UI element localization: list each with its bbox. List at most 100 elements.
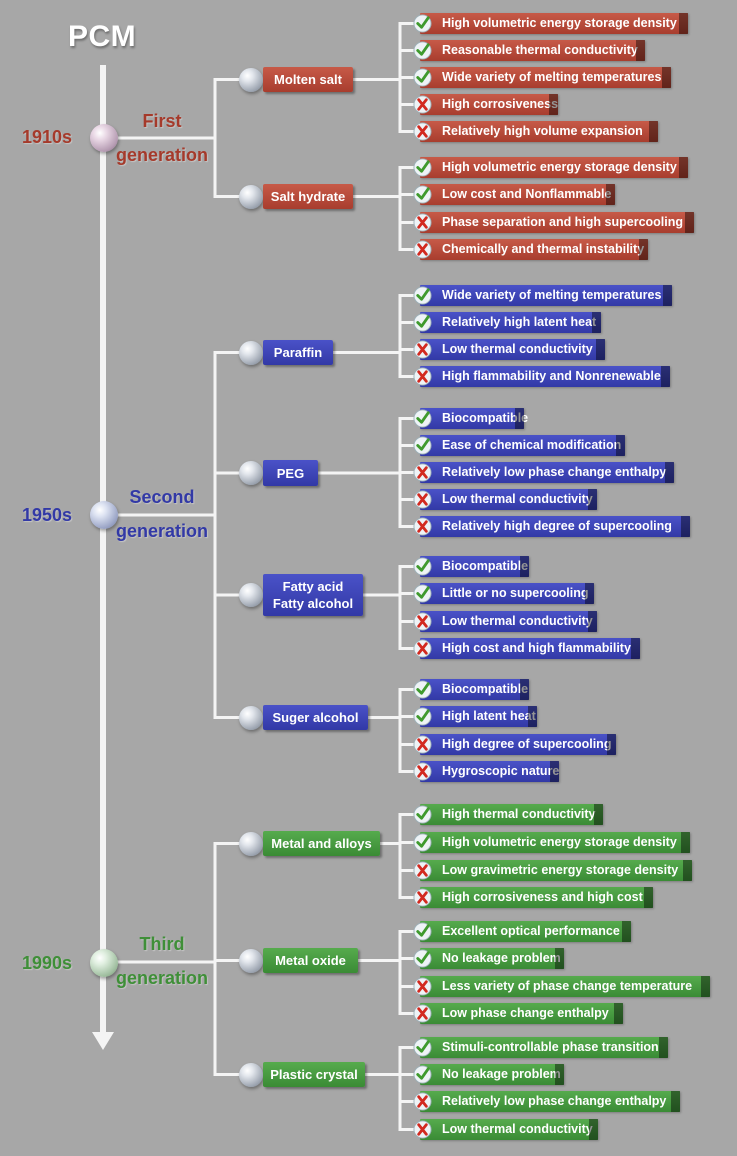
category-molten-salt: Molten salt xyxy=(263,67,353,92)
cross-icon xyxy=(413,612,432,631)
feature-text: Biocompatible xyxy=(442,411,529,425)
feature-disadvantage: Low thermal conductivity xyxy=(413,339,605,360)
feature-disadvantage: Phase separation and high supercooling xyxy=(413,212,694,233)
feature-text: High flammability and Nonrenewable xyxy=(442,369,661,383)
category-label: Plastic crystal xyxy=(270,1067,358,1082)
feature-advantage: No leakage problem xyxy=(413,948,564,969)
cross-icon xyxy=(413,735,432,754)
era-year-1990s: 1990s xyxy=(22,953,73,973)
feature-text: Low thermal conductivity xyxy=(442,1122,593,1136)
feature-text: High volumetric energy storage density xyxy=(442,835,677,849)
feature-text: High latent heat xyxy=(442,709,536,723)
feature-advantage: Relatively high latent heat xyxy=(413,312,601,333)
feature-text: Low thermal conductivity xyxy=(442,614,593,628)
feature-advantage: Little or no supercooling xyxy=(413,583,594,604)
cross-icon xyxy=(413,1120,432,1139)
feature-disadvantage: Relatively low phase change enthalpy xyxy=(413,462,674,483)
feature-text: Relatively low phase change enthalpy xyxy=(442,1094,667,1108)
feature-text: Less variety of phase change temperature xyxy=(442,979,693,993)
feature-text: Phase separation and high supercooling xyxy=(442,215,684,229)
feature-disadvantage: High cost and high flammability xyxy=(413,638,640,659)
check-icon xyxy=(413,14,432,33)
feature-disadvantage: Low thermal conductivity xyxy=(413,611,597,632)
feature-disadvantage: Low phase change enthalpy xyxy=(413,1003,623,1024)
feature-advantage: No leakage problem xyxy=(413,1064,564,1085)
feature-text: High corrosiveness xyxy=(442,97,559,111)
category-label: Suger alcohol xyxy=(272,710,359,725)
feature-text: High volumetric energy storage density xyxy=(442,160,677,174)
feature-advantage: Biocompatible xyxy=(413,408,528,429)
feature-text: Ease of chemical modification xyxy=(442,438,622,452)
check-icon xyxy=(413,436,432,455)
feature-text: High cost and high flammability xyxy=(442,641,631,655)
feature-text: Relatively high degree of supercooling xyxy=(442,519,672,533)
feature-text: Relatively high volume expansion xyxy=(442,124,643,138)
check-icon xyxy=(413,41,432,60)
check-icon xyxy=(413,1038,432,1057)
feature-advantage: Biocompatible xyxy=(413,679,529,700)
cross-icon xyxy=(413,463,432,482)
category-label: Salt hydrate xyxy=(270,189,346,204)
category-paraffin: Paraffin xyxy=(263,340,333,365)
category-suger-alcohol: Suger alcohol xyxy=(263,705,368,730)
category-node-icon xyxy=(239,1062,263,1087)
check-icon xyxy=(413,185,432,204)
check-icon xyxy=(413,158,432,177)
feature-disadvantage: Less variety of phase change temperature xyxy=(413,976,710,997)
feature-disadvantage: High corrosiveness and high cost xyxy=(413,887,653,908)
feature-advantage: Low cost and Nonflammable xyxy=(413,184,615,205)
feature-text: Little or no supercooling xyxy=(442,586,589,600)
category-metal-and-alloys: Metal and alloys xyxy=(263,831,380,856)
feature-text: Excellent optical performance xyxy=(442,924,620,938)
cross-icon xyxy=(413,95,432,114)
feature-text: Hygroscopic nature xyxy=(442,764,560,778)
category-metal-oxide: Metal oxide xyxy=(263,948,358,973)
feature-text: Stimuli-controllable phase transition xyxy=(442,1040,659,1054)
timeline-arrow-icon xyxy=(92,1032,114,1050)
feature-advantage: High volumetric energy storage density xyxy=(413,832,690,853)
feature-text: High degree of supercooling xyxy=(442,737,612,751)
feature-disadvantage: Low thermal conductivity xyxy=(413,489,597,510)
feature-text: No leakage problem xyxy=(442,951,561,965)
category-node-icon xyxy=(239,461,263,485)
feature-disadvantage: Chemically and thermal instability xyxy=(413,239,648,260)
timeline-node-icon xyxy=(90,124,118,152)
diagram-title: PCM xyxy=(68,20,137,53)
check-icon xyxy=(413,409,432,428)
feature-text: Low thermal conductivity xyxy=(442,342,593,356)
category-label: Molten salt xyxy=(274,72,342,87)
cross-icon xyxy=(413,1092,432,1111)
cross-icon xyxy=(413,340,432,359)
feature-disadvantage: High degree of supercooling xyxy=(413,734,616,755)
category-salt-hydrate: Salt hydrate xyxy=(263,184,353,209)
feature-disadvantage: Relatively high volume expansion xyxy=(413,121,658,142)
check-icon xyxy=(413,584,432,603)
category-label: Paraffin xyxy=(273,345,323,360)
feature-disadvantage: Low thermal conductivity xyxy=(413,1119,598,1140)
check-icon xyxy=(413,833,432,852)
cross-icon xyxy=(413,517,432,536)
category-node-icon xyxy=(239,831,263,856)
timeline-node-icon xyxy=(90,501,118,529)
feature-text: No leakage problem xyxy=(442,1067,561,1081)
cross-icon xyxy=(413,977,432,996)
check-icon xyxy=(413,949,432,968)
cross-icon xyxy=(413,639,432,658)
cross-icon xyxy=(413,122,432,141)
category-node-icon xyxy=(239,184,263,209)
feature-text: Low thermal conductivity xyxy=(442,492,593,506)
check-icon xyxy=(413,1065,432,1084)
feature-advantage: Biocompatible xyxy=(413,556,529,577)
check-icon xyxy=(413,68,432,87)
check-icon xyxy=(413,557,432,576)
feature-text: Wide variety of melting temperatures xyxy=(442,70,662,84)
feature-text: High volumetric energy storage density xyxy=(442,16,677,30)
cross-icon xyxy=(413,888,432,907)
feature-text: High thermal conductivity xyxy=(442,807,596,821)
category-node-icon xyxy=(239,583,263,607)
feature-disadvantage: High corrosiveness xyxy=(413,94,559,115)
